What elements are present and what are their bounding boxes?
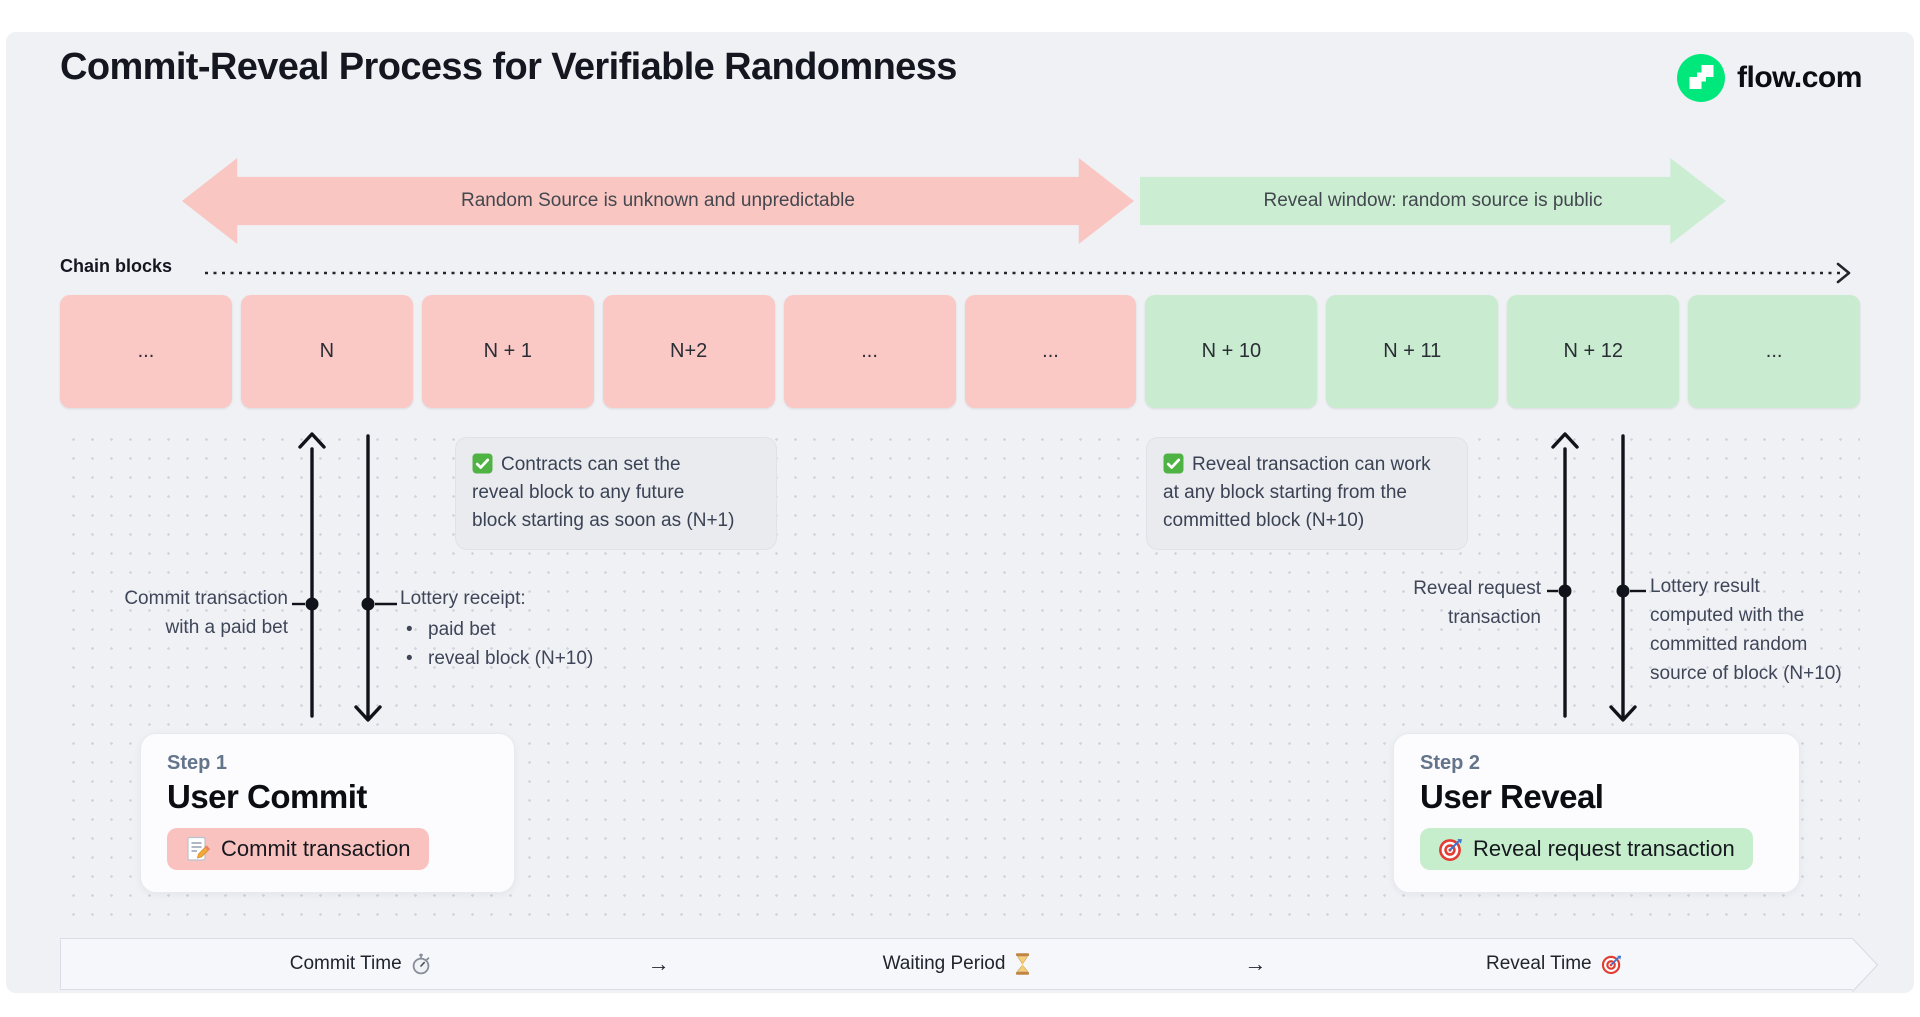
bullet-icon: • <box>406 619 413 640</box>
lottery-receipt-label: Lottery receipt: •paid bet •reveal block… <box>400 584 593 673</box>
chain-block: N+2 <box>602 295 775 408</box>
chain-block: N <box>240 295 413 408</box>
commit-transaction-line: with a paid bet <box>165 617 288 638</box>
reveal-request-line: transaction <box>1448 607 1541 628</box>
chain-block: N + 10 <box>1145 295 1318 408</box>
timeline-arrow: → <box>647 951 670 976</box>
reveal-time-label: Reveal Time <box>1486 953 1592 974</box>
target-icon <box>1601 954 1622 975</box>
chain-block: N + 1 <box>421 295 594 408</box>
reveal-note-line: committed block (N+10) <box>1163 510 1365 531</box>
lottery-result-line: Lottery result <box>1650 576 1760 597</box>
chain-blocks-label: Chain blocks <box>60 256 173 276</box>
lottery-result-line: computed with the <box>1650 605 1805 626</box>
commit-note-line: Contracts can set the <box>501 454 681 475</box>
reveal-note: Reveal transaction can work at any block… <box>1146 437 1468 550</box>
step2-title: User Reveal <box>1420 778 1604 815</box>
timeline-chevron <box>1852 938 1879 992</box>
hourglass-icon <box>1014 953 1031 975</box>
lottery-receipt-item: •paid bet <box>406 615 593 644</box>
commit-transaction-pill: Commit transaction <box>167 828 429 870</box>
step1-title: User Commit <box>167 778 367 815</box>
commit-note: Contracts can set the reveal block to an… <box>455 437 777 550</box>
chain-block: ... <box>1688 295 1861 408</box>
commit-note-line: reveal block to any future <box>472 482 685 503</box>
page-title: Commit-Reveal Process for Verifiable Ran… <box>60 46 957 88</box>
timeline-commit-time: Commit Time <box>211 953 509 975</box>
chain-blocks-row: ... N N + 1 N+2 ... ... N + 10 N + 11 N … <box>60 295 1861 408</box>
lottery-result-line: committed random <box>1650 634 1808 655</box>
reveal-phase-label: Reveal window: random source is public <box>1263 190 1603 211</box>
brand-name: flow.com <box>1737 61 1862 94</box>
flow-logo-icon <box>1677 54 1725 102</box>
commit-transaction-label: Commit transaction with a paid bet <box>78 584 288 642</box>
reveal-note-line: at any block starting from the <box>1163 482 1407 503</box>
waiting-period-label: Waiting Period <box>882 953 1006 974</box>
bullet-icon: • <box>406 648 413 669</box>
step1-card: Step 1 User Commit Commit transaction <box>140 733 515 893</box>
timeline-arrow: → <box>1244 951 1267 976</box>
timeline-waiting-period: Waiting Period <box>808 953 1106 975</box>
reveal-request-label: Reveal request transaction <box>1386 574 1541 632</box>
lottery-receipt-title: Lottery receipt: <box>400 588 526 609</box>
reveal-pill-label: Reveal request transaction <box>1473 836 1735 861</box>
step1-kicker: Step 1 <box>167 752 228 774</box>
bottom-timeline: Commit Time → Waiting Period → Reveal <box>60 938 1879 992</box>
chain-block: ... <box>964 295 1137 408</box>
chain-block: ... <box>60 295 232 408</box>
lottery-result-label: Lottery result computed with the committ… <box>1650 572 1855 688</box>
reveal-request-pill: Reveal request transaction <box>1420 828 1753 870</box>
unknown-phase-label: Random Source is unknown and unpredictab… <box>461 190 855 211</box>
reveal-note-line: Reveal transaction can work <box>1192 454 1431 475</box>
step2-kicker: Step 2 <box>1420 752 1481 774</box>
step2-card: Step 2 User Reveal Reveal request transa… <box>1393 733 1800 893</box>
chain-block: ... <box>783 295 956 408</box>
check-icon <box>472 453 493 474</box>
target-icon <box>1438 837 1463 862</box>
reveal-request-line: Reveal request <box>1413 578 1541 599</box>
stopwatch-icon <box>411 953 431 975</box>
check-icon <box>1163 453 1184 474</box>
commit-note-line: block starting as soon as (N+1) <box>472 510 735 531</box>
lottery-receipt-item: •reveal block (N+10) <box>406 644 593 673</box>
commit-time-label: Commit Time <box>289 953 402 974</box>
timeline-reveal-time: Reveal Time <box>1405 953 1703 975</box>
commit-pill-label: Commit transaction <box>221 836 411 861</box>
commit-transaction-line: Commit transaction <box>124 588 288 609</box>
lottery-result-line: source of block (N+10) <box>1650 663 1842 684</box>
brand-lockup[interactable]: flow.com <box>1677 54 1862 102</box>
chain-block: N + 12 <box>1507 295 1680 408</box>
chain-block: N + 11 <box>1326 295 1499 408</box>
memo-icon <box>185 836 211 862</box>
